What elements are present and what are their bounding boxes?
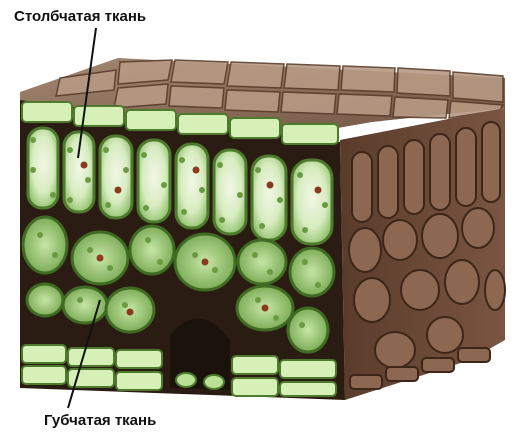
front-face <box>20 100 345 400</box>
palisade-tissue-label: Столбчатая ткань <box>14 8 146 25</box>
spongy-tissue-label: Губчатая ткань <box>44 412 156 429</box>
side-face <box>340 108 505 400</box>
